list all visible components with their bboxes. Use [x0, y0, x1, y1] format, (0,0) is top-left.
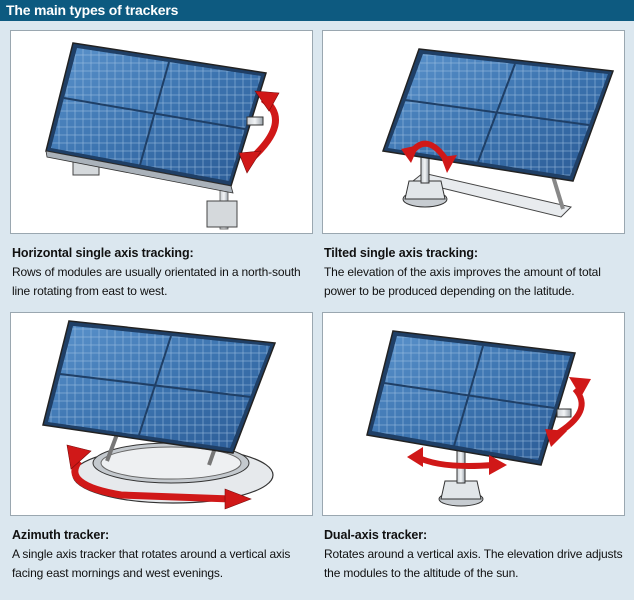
elevation-arrow-icon — [545, 377, 591, 447]
rotation-axle — [246, 116, 264, 126]
solar-module-array — [381, 48, 615, 182]
pedestal — [404, 180, 446, 200]
tracker-description: The elevation of the axis improves the a… — [324, 265, 601, 298]
dual-axis-tracker-panel — [322, 312, 625, 516]
tracker-caption: Dual-axis tracker: Rotates around a vert… — [324, 526, 630, 583]
azimuth-tracker-panel — [10, 312, 313, 516]
solar-module-array — [45, 42, 267, 194]
azimuth-tracker-illustration — [42, 320, 277, 510]
tracker-caption: Tilted single axis tracking: The elevati… — [324, 244, 630, 301]
solar-module-array — [366, 330, 576, 466]
tracker-description: A single axis tracker that rotates aroun… — [12, 547, 291, 580]
tilted-tracker-panel — [322, 30, 625, 234]
pivot-post — [420, 156, 430, 184]
tracker-description: Rotates around a vertical axis. The elev… — [324, 547, 623, 580]
rotation-arrow-icon — [401, 140, 457, 173]
rotation-arrow-icon — [238, 90, 280, 174]
azimuth-rotation-arrow-icon — [66, 444, 252, 510]
base-rail — [411, 172, 572, 218]
horizontal-single-axis-tracker-illustration — [45, 42, 280, 230]
pedestal — [440, 480, 482, 500]
concrete-foundation — [206, 200, 238, 228]
tracker-caption: Azimuth tracker: A single axis tracker t… — [12, 526, 312, 583]
tracker-caption: Horizontal single axis tracking: Rows of… — [12, 244, 312, 301]
dual-axis-tracker-illustration — [366, 330, 591, 507]
tracker-title: Horizontal single axis tracking: — [12, 246, 194, 260]
page-header: The main types of trackers — [0, 0, 634, 21]
page-title: The main types of trackers — [6, 2, 179, 18]
azimuth-rotation-arrow-icon — [407, 447, 507, 475]
tracker-title: Dual-axis tracker: — [324, 528, 428, 542]
tracker-title: Tilted single axis tracking: — [324, 246, 478, 260]
tracker-description: Rows of modules are usually orientated i… — [12, 265, 301, 298]
turntable-ring — [72, 442, 274, 504]
elevation-axle — [556, 408, 572, 418]
solar-module-array — [42, 320, 277, 454]
horizontal-tracker-panel — [10, 30, 313, 234]
tracker-title: Azimuth tracker: — [12, 528, 110, 542]
tilted-single-axis-tracker-illustration — [381, 48, 615, 218]
